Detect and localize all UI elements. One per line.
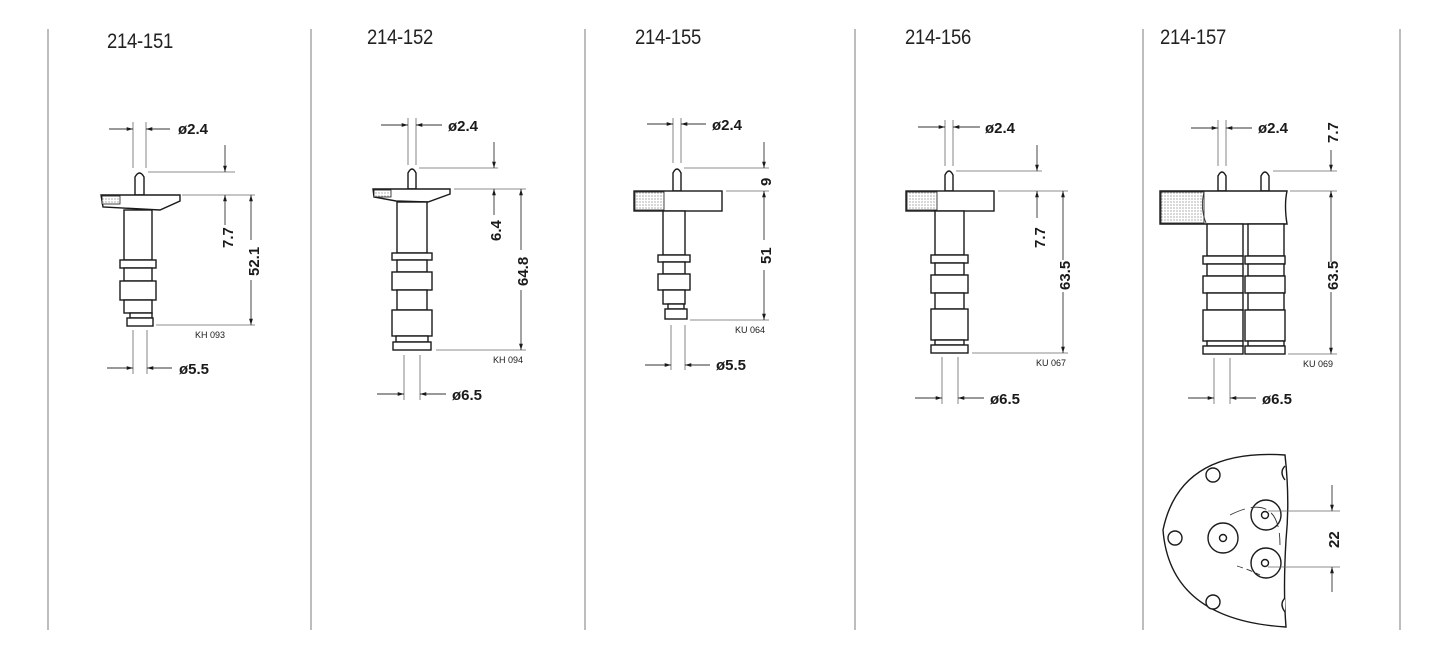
pin-diameter-label: ø2.4: [1258, 120, 1289, 137]
total-length-label: 52.1: [246, 247, 263, 276]
top-dimension-label: 7.7: [1032, 227, 1049, 248]
probe-214-152: ø2.4 6.4 64.8 KH 094 ø6.5: [372, 118, 532, 404]
part-number-title: 214-152: [367, 26, 433, 49]
part-number-title: 214-157: [1160, 26, 1226, 49]
body-diameter-label: ø6.5: [452, 387, 482, 404]
part-number-title: 214-156: [905, 26, 971, 49]
body-diameter-label: ø5.5: [716, 357, 746, 374]
body-diameter-label: ø6.5: [1262, 391, 1292, 408]
drawing-code: KH 094: [493, 355, 523, 365]
column-divider: [1399, 29, 1401, 630]
top-dimension-label: 7.7: [220, 227, 237, 248]
column-divider: [854, 29, 856, 630]
total-length-label: 63.5: [1057, 261, 1074, 290]
top-dimension-label: 7.7: [1325, 122, 1342, 143]
body-diameter-label: ø5.5: [179, 361, 209, 378]
spacing-dimension-label: 22: [1326, 531, 1343, 548]
top-dimension-label: 6.4: [488, 219, 505, 241]
total-length-label: 64.8: [515, 257, 532, 286]
part-number-title: 214-151: [107, 30, 173, 53]
column-divider: [584, 29, 586, 630]
pin-diameter-label: ø2.4: [178, 121, 209, 138]
probe-214-157: ø2.4 7.7 63.5 KU 069: [1159, 120, 1342, 408]
pin-diameter-label: ø2.4: [712, 117, 743, 134]
pin-diameter-label: ø2.4: [985, 120, 1016, 137]
plan-view-214-157: 22: [1162, 453, 1343, 628]
probe-214-151: ø2.4 7.7 52.1 KH 093 ø5.5: [100, 121, 263, 378]
probe-214-155: ø2.4 9 51 KU 064 ø5.5: [633, 117, 775, 374]
pin-diameter-label: ø2.4: [448, 118, 479, 135]
probe-214-156: ø2.4 7.7 63.5 KU 067 ø6.5: [905, 120, 1074, 408]
drawing-code: KH 093: [195, 330, 225, 340]
drawing-code: KU 067: [1036, 358, 1066, 368]
top-dimension-label: 9: [758, 178, 775, 186]
body-diameter-label: ø6.5: [990, 391, 1020, 408]
column-divider: [310, 29, 312, 630]
part-number-title: 214-155: [635, 26, 701, 49]
column-divider: [1142, 29, 1144, 630]
total-length-label: 63.5: [1325, 261, 1342, 290]
total-length-label: 51: [758, 247, 775, 264]
drawing-code: KU 069: [1303, 359, 1333, 369]
drawing-code: KU 064: [735, 325, 765, 335]
column-divider: [47, 29, 49, 630]
